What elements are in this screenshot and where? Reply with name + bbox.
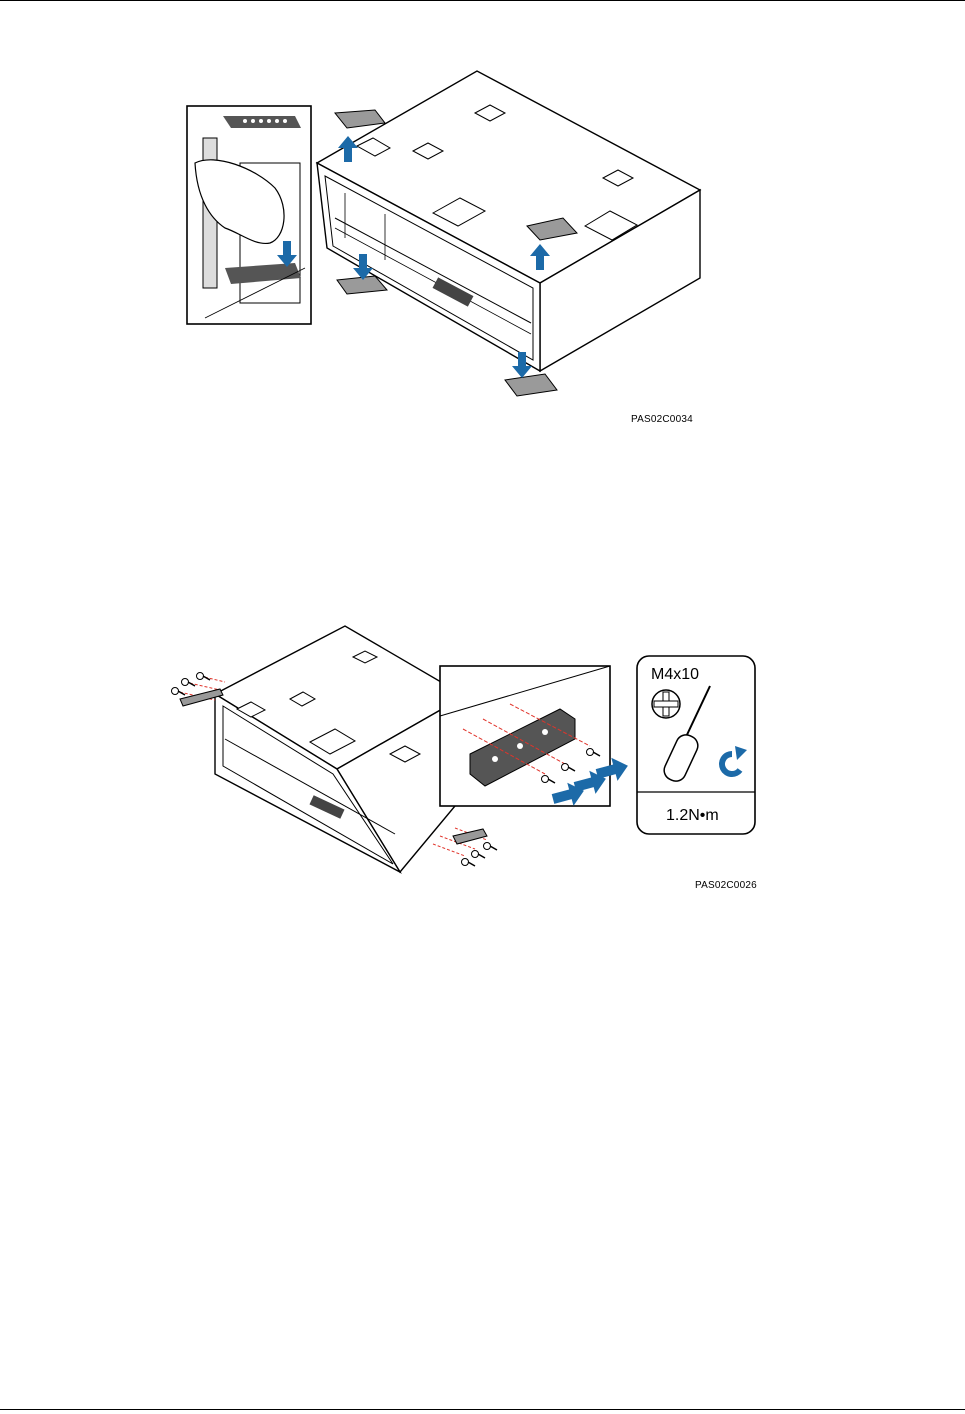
screw-icon — [197, 673, 211, 681]
screw-icon — [484, 843, 498, 851]
bottom-rule — [0, 1409, 965, 1410]
figure-2-id-label: PAS02C0026 — [695, 880, 757, 891]
screw-icon — [182, 679, 196, 687]
torque-label: 1.2N•m — [666, 807, 719, 824]
screw-icon — [462, 859, 476, 867]
figure-2: M4x10 1.2N•m PAS02C0026 — [165, 624, 765, 896]
screw-icon — [472, 851, 486, 859]
top-rule — [0, 0, 965, 1]
screw-spec-label: M4x10 — [651, 666, 699, 683]
figure-1-illustration — [185, 68, 715, 433]
phillips-head-icon — [652, 690, 680, 718]
cover-plate-top-left — [335, 110, 385, 128]
figure-1-id-label: PAS02C0034 — [631, 414, 693, 425]
figure-2-illustration: M4x10 1.2N•m — [165, 624, 765, 896]
cover-plate-bottom-right — [505, 374, 557, 396]
screw-icon — [172, 688, 186, 696]
figure-1: PAS02C0034 — [185, 68, 715, 433]
